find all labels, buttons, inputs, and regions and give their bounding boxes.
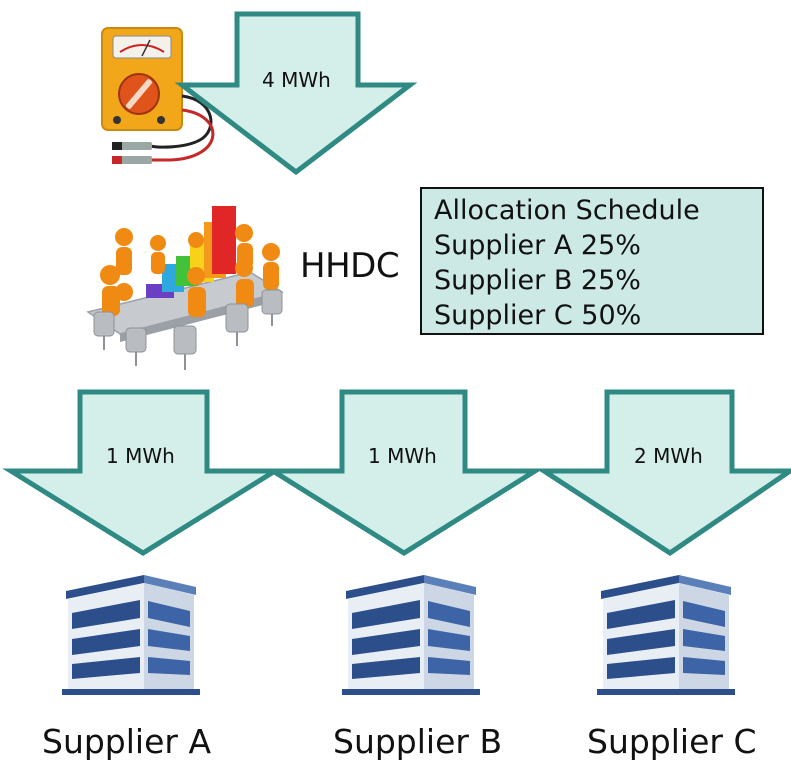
supplier-b-flow-arrow xyxy=(264,389,544,556)
allocation-schedule-title: Allocation Schedule xyxy=(434,195,700,226)
supplier-c-flow-arrow xyxy=(535,389,791,557)
supplier-b-label: Supplier B xyxy=(333,722,503,761)
allocation-schedule-box: Allocation Schedule Supplier A 25% Suppl… xyxy=(420,187,764,335)
supplier-b-arrow-label: 1 MWh xyxy=(368,444,437,468)
hhdc-label: HHDC xyxy=(300,246,400,286)
supplier-b-building-icon xyxy=(342,575,480,695)
allocation-row-supplier-b: Supplier B 25% xyxy=(434,265,641,296)
allocation-row-supplier-a: Supplier A 25% xyxy=(434,230,641,261)
supplier-a-building-icon xyxy=(62,575,200,695)
supplier-c-label: Supplier C xyxy=(587,722,757,761)
top-arrow-label: 4 MWh xyxy=(262,68,331,92)
supplier-a-flow-arrow xyxy=(2,389,284,556)
supplier-a-label: Supplier A xyxy=(42,722,212,761)
top-flow-arrow xyxy=(174,11,418,176)
supplier-c-building-icon xyxy=(597,575,735,695)
supplier-c-arrow-label: 2 MWh xyxy=(634,444,703,468)
hhdc-meeting-icon xyxy=(86,206,284,370)
allocation-row-supplier-c: Supplier C 50% xyxy=(434,300,642,331)
multimeter-icon xyxy=(101,27,215,164)
supplier-a-arrow-label: 1 MWh xyxy=(106,444,175,468)
